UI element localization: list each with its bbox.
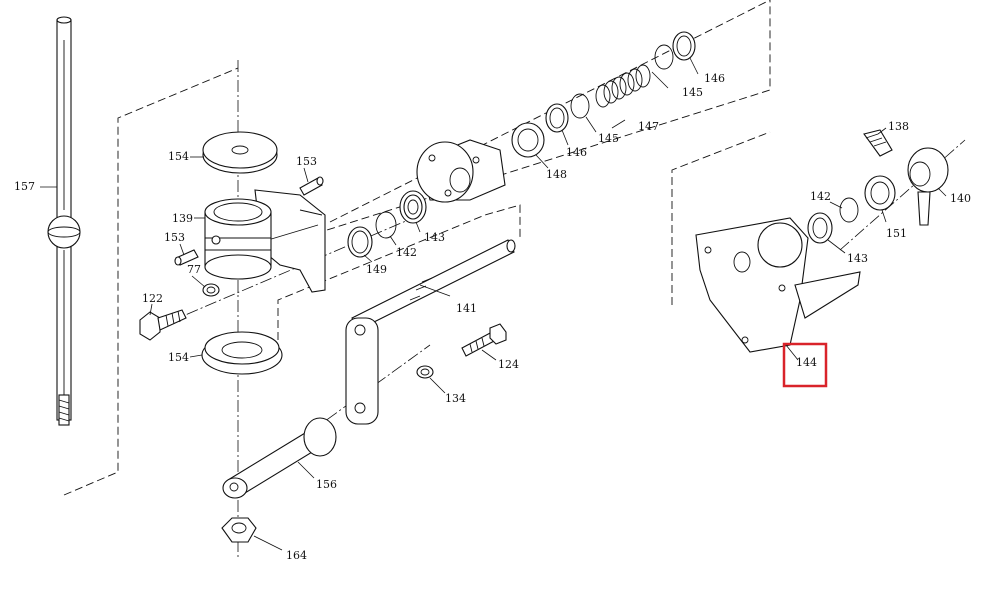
callout-153-lower[interactable]: 153 [164,231,185,244]
part-154-lower-seat[interactable] [201,331,283,375]
part-143-bearing-right[interactable] [807,212,833,244]
part-145-ring-b[interactable] [654,44,674,70]
callout-164[interactable]: 164 [286,549,307,562]
callout-144[interactable]: 144 [796,356,817,369]
callout-134[interactable]: 134 [445,392,466,405]
callout-145-left[interactable]: 145 [598,132,619,145]
part-151-bushing[interactable] [864,175,896,211]
part-146-ring-a[interactable] [545,103,569,133]
part-144-cover-plate[interactable] [695,217,861,353]
part-147-spring[interactable] [595,64,651,108]
part-145-ring-a[interactable] [570,93,590,119]
part-156-rod[interactable] [222,417,337,499]
part-124-bolt[interactable] [461,323,507,357]
part-146-ring-b[interactable] [672,31,696,61]
callout-146-left[interactable]: 146 [566,146,587,159]
callout-153-upper[interactable]: 153 [296,155,317,168]
part-140-lever-head[interactable] [907,147,949,226]
part-142-ring-right[interactable] [839,197,859,223]
callout-157[interactable]: 157 [14,180,35,193]
callout-149[interactable]: 149 [366,263,387,276]
part-149-ring[interactable] [347,226,373,258]
callout-138[interactable]: 138 [888,120,909,133]
callout-146-right[interactable]: 146 [704,72,725,85]
part-154-upper-washer[interactable] [202,131,278,174]
part-148b-sleeve[interactable] [511,122,545,158]
part-157-shaft[interactable] [47,16,81,426]
part-139-housing[interactable] [204,189,326,293]
part-134-clip[interactable] [416,365,434,379]
callout-140[interactable]: 140 [950,192,971,205]
callout-122[interactable]: 122 [142,292,163,305]
callout-142[interactable]: 142 [396,246,417,259]
part-122-bolt[interactable] [139,309,187,341]
leader-lines [40,57,947,551]
callout-143[interactable]: 143 [424,231,445,244]
part-77-washer[interactable] [202,283,220,297]
callout-151[interactable]: 151 [886,227,907,240]
part-148-flange-housing[interactable] [416,139,506,203]
callout-147[interactable]: 147 [638,120,659,133]
callout-143-right[interactable]: 143 [847,252,868,265]
part-153-pin-lower[interactable] [174,249,199,266]
part-138-screw[interactable] [863,129,893,157]
callout-77[interactable]: 77 [187,263,201,276]
callout-148[interactable]: 148 [546,168,567,181]
callout-139[interactable]: 139 [172,212,193,225]
part-153-pin-upper[interactable] [299,176,324,196]
part-141-shaft[interactable] [345,239,516,425]
part-143-bearing[interactable] [399,190,427,224]
callout-154-lower[interactable]: 154 [168,351,189,364]
callout-142-right[interactable]: 142 [810,190,831,203]
callout-145-right[interactable]: 145 [682,86,703,99]
callout-124[interactable]: 124 [498,358,519,371]
callout-154-upper[interactable]: 154 [168,150,189,163]
callout-141[interactable]: 141 [456,302,477,315]
part-164-nut[interactable] [221,517,257,543]
callout-156[interactable]: 156 [316,478,337,491]
callout-labels: 157 154 153 139 153 77 122 154 149 142 1… [14,72,971,562]
highlight-box-144 [782,342,828,388]
part-142-ring[interactable] [375,211,397,239]
